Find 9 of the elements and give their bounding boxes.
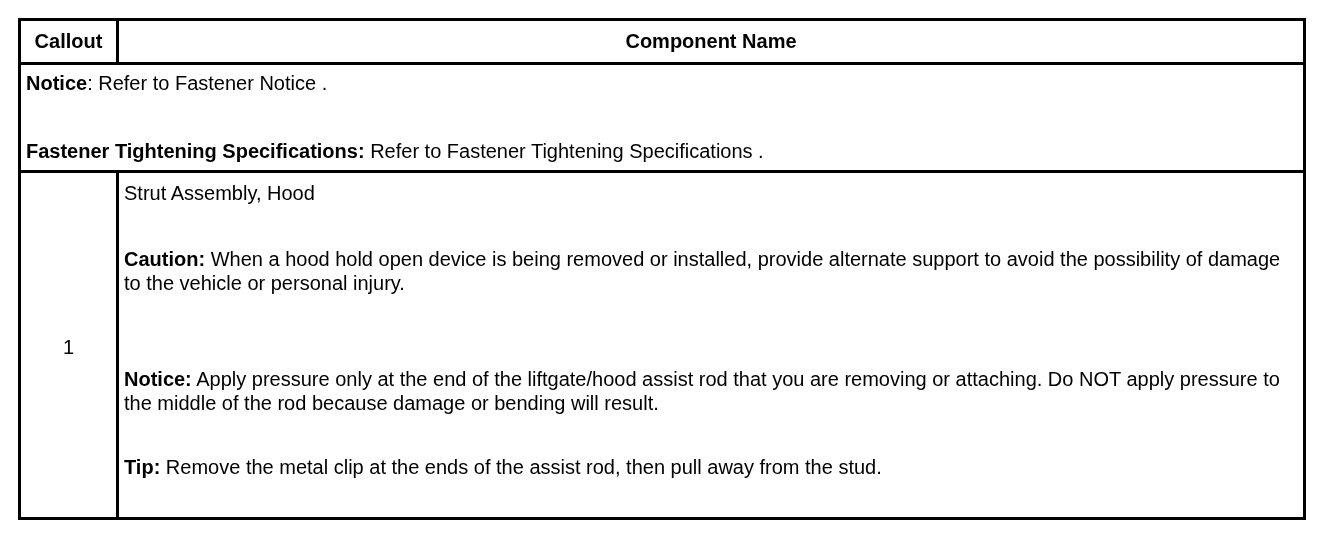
specification-text: Fastener Tightening Specifications: Refer to Fastener Tightening Specifications . [26,139,765,163]
notice-text: Notice: Refer to Fastener Notice . [26,71,329,95]
component-name: Strut Assembly, Hood [124,181,316,205]
column-header: Component Name [624,29,798,53]
column-header: Callout [33,29,104,53]
caution-text: Caution: When a hood hold open device is being removed or installed, provide alternate support to avoid the possibility of damage to the vehicle or personal injury. [124,247,1282,295]
notice-text: Notice: Apply pressure only at the end of the liftgate/hood assist rod that you are removing or attaching. Do NOT apply pressure to the middle of the rod because damage or bending will result. [124,367,1281,415]
callout-number: 1 [61,335,76,359]
tip-text: Tip: Remove the metal clip at the ends of the assist rod, then pull away from the stud. [124,455,883,479]
